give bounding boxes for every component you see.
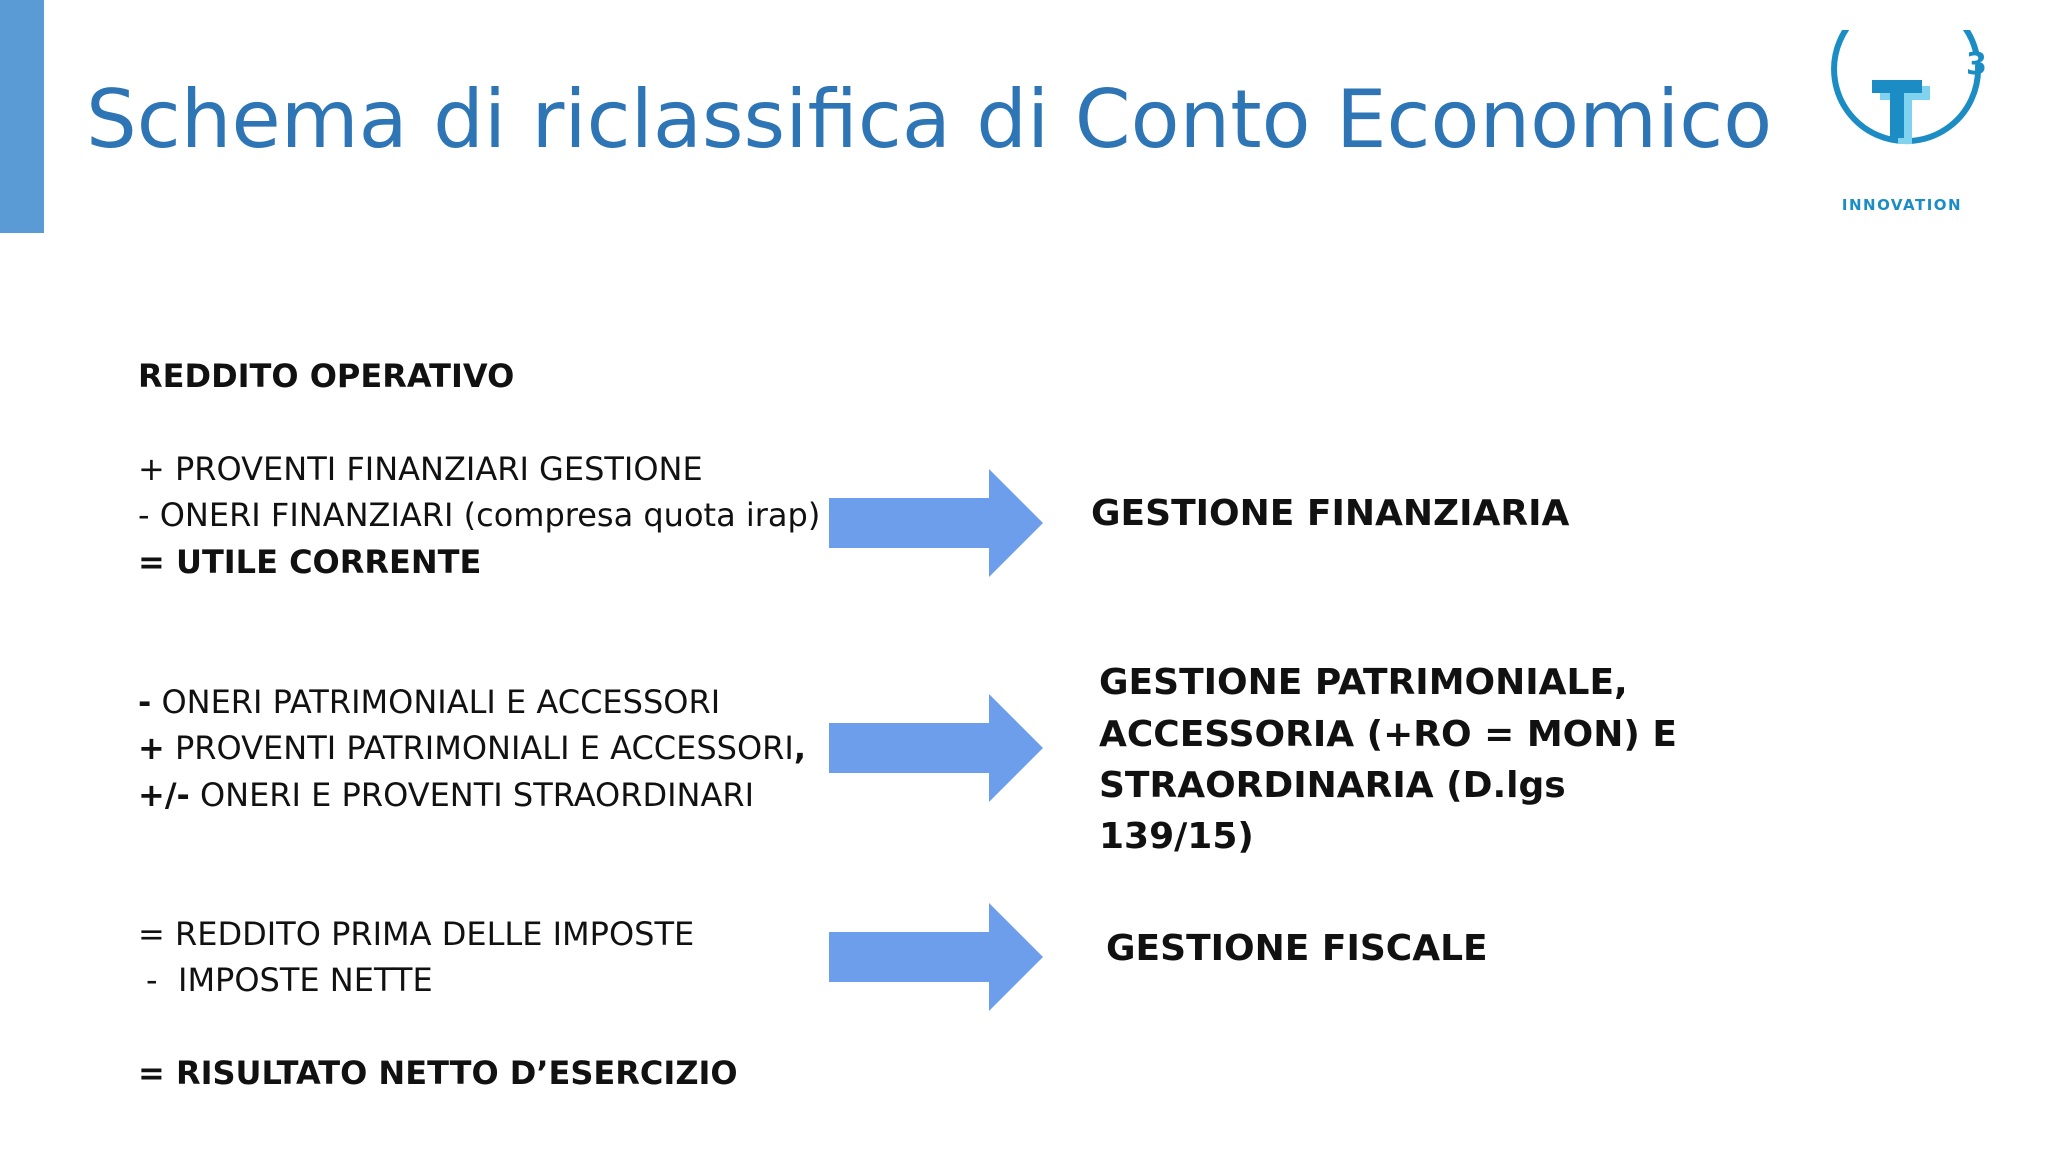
- gestione-patrimoniale-line-3: STRAORDINARIA (D.lgs: [1099, 765, 1566, 806]
- oneri-finanziari-line: - ONERI FINANZIARI (compresa quota irap): [138, 496, 821, 534]
- logo-emblem-icon: 3: [1831, 30, 1987, 145]
- logo-caption: INNOVATION: [1841, 196, 1963, 214]
- imposte-nette-dash: -: [146, 961, 158, 999]
- oneri-patrimoniali-sign: -: [138, 683, 152, 721]
- gestione-fiscale-label: GESTIONE FISCALE: [1106, 928, 1488, 969]
- risultato-netto-line: = RISULTATO NETTO D’ESERCIZIO: [138, 1054, 738, 1092]
- gestione-patrimoniale-line-2: ACCESSORIA (+RO = MON) E: [1099, 714, 1677, 755]
- gestione-patrimoniale-line-1: GESTIONE PATRIMONIALE,: [1099, 662, 1628, 703]
- proventi-patrimoniali-comma: ,: [793, 729, 806, 767]
- proventi-patrimoniali-line: + PROVENTI PATRIMONIALI E ACCESSORI,: [138, 725, 806, 771]
- oneri-patrimoniali-label: ONERI PATRIMONIALI E ACCESSORI: [151, 683, 721, 721]
- arrow-right-icon: [829, 903, 1043, 1011]
- straordinari-label: ONERI E PROVENTI STRAORDINARI: [189, 776, 755, 814]
- gestione-patrimoniale-line-4: 139/15): [1099, 816, 1254, 857]
- reddito-prima-imposte-line: = REDDITO PRIMA DELLE IMPOSTE: [138, 915, 695, 953]
- gestione-finanziaria-label: GESTIONE FINANZIARIA: [1091, 493, 1570, 534]
- utile-corrente-sign: =: [138, 543, 176, 581]
- slide-title: Schema di riclassifica di Conto Economic…: [86, 73, 1773, 166]
- utile-corrente-line: = UTILE CORRENTE: [138, 539, 481, 585]
- arrow-right-icon: [829, 694, 1043, 802]
- reddito-operativo-label: REDDITO OPERATIVO: [138, 357, 515, 395]
- t3-innovation-logo: 3 INNOVATION: [1826, 30, 2006, 230]
- straordinari-sign: +/-: [138, 776, 190, 814]
- proventi-patrimoniali-sign: +: [138, 729, 165, 767]
- proventi-patrimoniali-label: PROVENTI PATRIMONIALI E ACCESSORI: [164, 729, 794, 767]
- imposte-nette-line: IMPOSTE NETTE: [178, 961, 433, 999]
- proventi-finanziari-line: + PROVENTI FINANZIARI GESTIONE: [138, 450, 703, 488]
- oneri-patrimoniali-line: - ONERI PATRIMONIALI E ACCESSORI: [138, 679, 720, 725]
- utile-corrente-label: UTILE CORRENTE: [175, 543, 482, 581]
- svg-text:3: 3: [1966, 47, 1987, 82]
- straordinari-line: +/- ONERI E PROVENTI STRAORDINARI: [138, 772, 754, 818]
- accent-bar: [0, 0, 44, 233]
- arrow-right-icon: [829, 469, 1043, 577]
